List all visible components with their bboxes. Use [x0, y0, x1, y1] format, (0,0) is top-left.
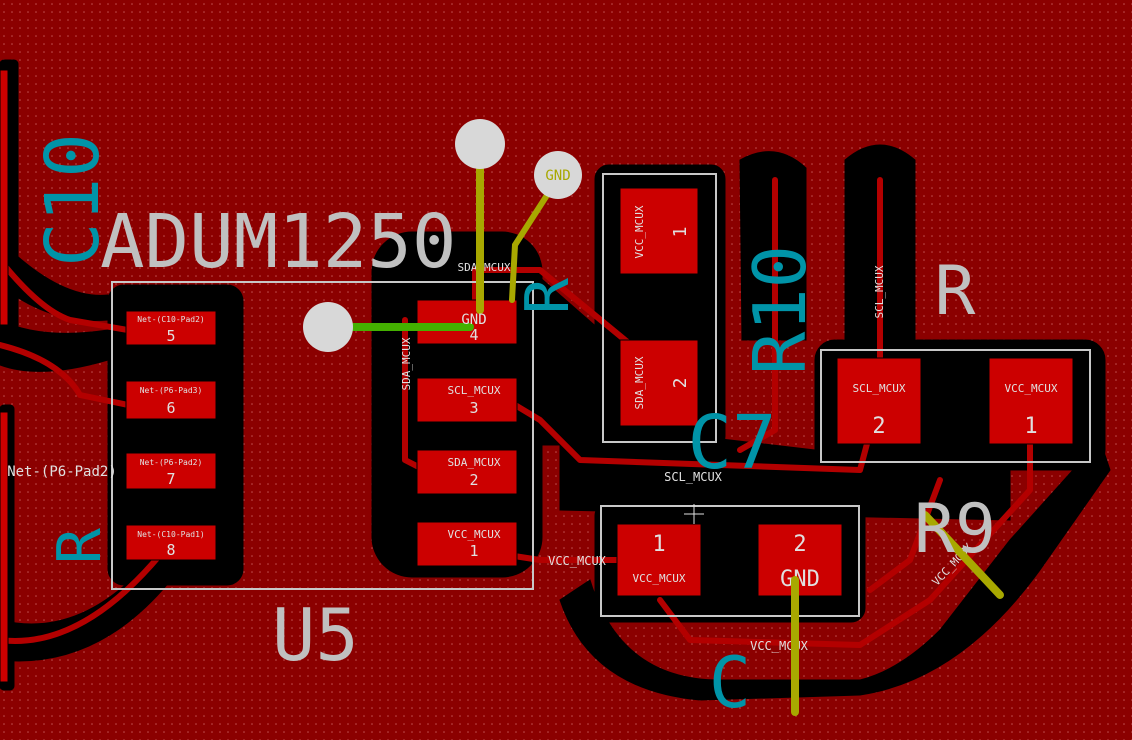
r-right-pad-2[interactable]: SCL_MCUX 2 [836, 357, 922, 445]
pad-net-label: GND [780, 567, 820, 592]
via-left[interactable] [303, 302, 353, 352]
net-label-scl-vertical: SCL_MCUX [873, 265, 886, 318]
r-right-pad-1[interactable]: VCC_MCUX 1 [988, 357, 1074, 445]
net-label-scl: SCL_MCUX [664, 470, 723, 484]
r-mid-reference: R [513, 277, 583, 314]
pad-number: 6 [166, 399, 175, 417]
u5-pad-4[interactable]: 4 [416, 299, 518, 345]
pad-net-label: Net-(C10-Pad1) [137, 530, 204, 539]
net-label-vcc: VCC_MCUX [548, 554, 607, 568]
pad-number: 1 [1024, 414, 1037, 439]
c-bottom-reference: C [709, 642, 751, 724]
pad-number: 2 [793, 532, 806, 557]
net-label-sda-vertical: SDA_MCUX [400, 337, 413, 390]
c7-outline [600, 505, 860, 617]
u5-pad-8[interactable]: Net-(C10-Pad1) 8 [125, 524, 217, 561]
u5-value: ADUM1250 [100, 199, 456, 285]
net-label-sda: SDA_MCUX [458, 261, 511, 274]
pad-number: 2 [469, 471, 478, 489]
u5-pad-2[interactable]: SDA_MCUX 2 [416, 449, 518, 495]
u5-pad-6[interactable]: Net-(P6-Pad3) 6 [125, 380, 217, 420]
c7-pad-2[interactable]: 2 GND [757, 523, 843, 597]
via-gnd[interactable]: GND [534, 151, 582, 199]
pad-number: 2 [872, 414, 885, 439]
r-left-reference: R [45, 527, 115, 564]
via-top[interactable] [455, 119, 505, 169]
u5-outline [111, 281, 534, 590]
u5-pad-3[interactable]: SCL_MCUX 3 [416, 377, 518, 423]
pad-number: 8 [166, 541, 175, 559]
pad-net-label: SDA_MCUX [633, 356, 646, 409]
pad-number: 4 [469, 326, 478, 344]
net-label-vcc-bottom: VCC_MCUX [750, 639, 809, 653]
r10-reference: R10 [738, 245, 822, 375]
pad-number: 2 [670, 378, 691, 389]
u5-pad-1[interactable]: VCC_MCUX 1 [416, 521, 518, 567]
r-right-outline [820, 349, 1091, 463]
u5-pad-4-net: GND [461, 312, 486, 328]
origin-marker-icon [684, 504, 704, 524]
net-label-p6-pad2: Net-(P6-Pad2) [7, 464, 117, 480]
pad-net-label: Net-(P6-Pad2) [140, 458, 203, 467]
pad-net-label: VCC_MCUX [448, 528, 501, 541]
r-right-reference: R [935, 252, 976, 331]
via-gnd-label: GND [545, 168, 570, 184]
c7-reference: C7 [687, 400, 776, 486]
u5-pad-5[interactable]: Net-(C10-Pad2) 5 [125, 310, 217, 346]
ratsnest-lines [326, 141, 1004, 716]
pad-number: 5 [166, 327, 175, 345]
u5-reference: U5 [272, 593, 359, 677]
pad-net-label: SCL_MCUX [853, 382, 906, 395]
r10-outline [602, 173, 717, 443]
c10-reference: C10 [30, 133, 116, 267]
left-edge-pad-top[interactable] [0, 69, 9, 326]
pad-net-label: VCC_MCUX [633, 572, 686, 585]
pad-net-label: SDA_MCUX [448, 456, 501, 469]
pad-number: 3 [469, 399, 478, 417]
pad-number: 1 [652, 532, 665, 557]
pad-net-label: Net-(C10-Pad2) [137, 315, 204, 324]
c7-pad-1[interactable]: 1 VCC_MCUX [616, 523, 702, 597]
r10-pad-2[interactable]: SDA_MCUX 2 [619, 339, 699, 427]
r9-reference: R9 [914, 490, 996, 569]
left-edge-pad-bottom[interactable] [0, 411, 9, 683]
pad-number: 1 [670, 227, 691, 238]
u5-pad-7[interactable]: Net-(P6-Pad2) 7 [125, 452, 217, 490]
pad-number: 1 [469, 542, 478, 560]
pad-number: 7 [166, 470, 175, 488]
pad-net-label: VCC_MCUX [1005, 382, 1058, 395]
r10-pad-1[interactable]: VCC_MCUX 1 [619, 187, 699, 275]
pad-net-label: Net-(P6-Pad3) [140, 386, 203, 395]
pad-net-label: VCC_MCUX [633, 205, 646, 258]
pad-net-label: SCL_MCUX [448, 384, 501, 397]
